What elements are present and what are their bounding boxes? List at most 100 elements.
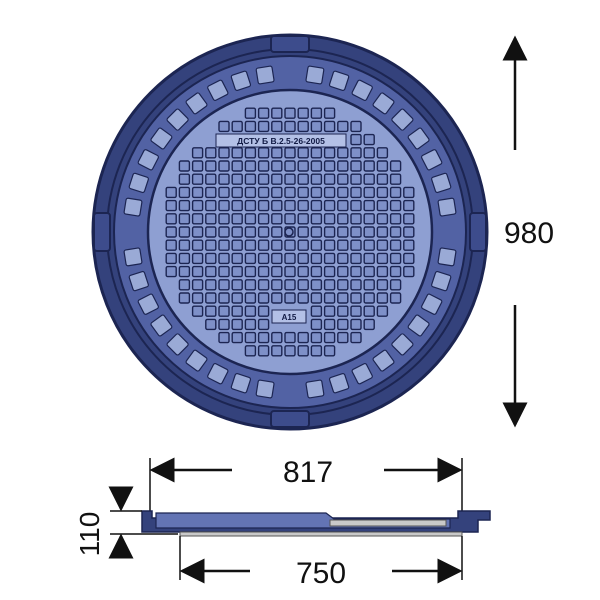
grid-cell [257, 147, 270, 159]
rim-cell [437, 247, 457, 267]
grid-cell [218, 239, 230, 251]
grid-cell [284, 331, 296, 344]
grid-cell [310, 252, 323, 265]
grid-cell [231, 173, 243, 185]
outer-diameter-label: 980 [504, 217, 554, 250]
grid-cell [310, 279, 323, 291]
grid-cell [218, 199, 230, 212]
rim-cell [185, 92, 208, 115]
rim-cell [150, 127, 173, 150]
grid-cell [363, 265, 375, 278]
grid-cell [218, 120, 230, 133]
grid-cell [244, 213, 257, 225]
grid-cell [376, 252, 389, 265]
grid-cell [191, 292, 204, 304]
grid-cell [205, 318, 217, 331]
rim-cell [137, 149, 159, 171]
grid-cell [231, 120, 243, 133]
grid-cell [350, 265, 362, 278]
grid-cell [284, 292, 296, 304]
rim-cell [437, 197, 457, 217]
grid-cell [244, 147, 257, 159]
grid-cell [244, 173, 257, 185]
grid-cell [178, 252, 191, 265]
grid-cell [337, 186, 349, 199]
dimension-height: 110 [74, 486, 178, 559]
grid-cell [257, 160, 270, 172]
grid-cell [337, 213, 349, 225]
frame-lug-left [93, 212, 111, 252]
grid-cell [297, 226, 309, 238]
grid-cell [337, 318, 349, 331]
grid-cell [284, 173, 296, 185]
grid-cell [350, 120, 362, 133]
grid-cell [323, 160, 336, 172]
grid-cell [257, 265, 270, 278]
grid-cell [284, 265, 296, 278]
grid-cell [178, 279, 191, 291]
grid-cell [244, 107, 257, 119]
grid-cell [231, 331, 243, 344]
grid-cell [350, 252, 362, 265]
grid-cell [389, 173, 402, 185]
grid-cell [257, 226, 270, 238]
grid-cell [376, 160, 389, 172]
grid-cell [350, 331, 362, 344]
grid-cell [257, 213, 270, 225]
grid-cell [178, 239, 191, 251]
grid-cell [205, 186, 217, 199]
grid-cell [323, 173, 336, 185]
grid-cell [297, 107, 309, 119]
grid-cell [323, 239, 336, 251]
grid-cell [284, 107, 296, 119]
grid-cell [350, 213, 362, 225]
grid-cell [297, 120, 309, 133]
grid-cell [191, 239, 204, 251]
grid-cell [165, 226, 177, 238]
grid-cell [376, 226, 389, 238]
grid-cell [389, 292, 402, 304]
rim-cell [255, 379, 275, 399]
grid-cell [297, 213, 309, 225]
grid-cell [310, 292, 323, 304]
grid-cell [323, 213, 336, 225]
grid-cell [284, 279, 296, 291]
grid-cell [310, 331, 323, 344]
rim-cell [372, 349, 395, 372]
grid-cell [337, 305, 349, 317]
grid-cell [376, 279, 389, 291]
grid-cell [218, 252, 230, 265]
grid-cell [191, 265, 204, 278]
grid-cell [297, 252, 309, 265]
grid-cell [350, 160, 362, 172]
grid-cell [363, 292, 375, 304]
grid-cell [191, 199, 204, 212]
grid-cell [257, 173, 270, 185]
grid-cell [323, 186, 336, 199]
grid-cell [389, 279, 402, 291]
grid-cell [376, 147, 389, 159]
rim-cell [421, 293, 443, 315]
grid-cell [191, 279, 204, 291]
rim-cell [328, 373, 350, 394]
grid-cell [257, 345, 270, 357]
grid-cell [231, 226, 243, 238]
grid-cell [218, 173, 230, 185]
grid-cell [376, 239, 389, 251]
grid-cell [231, 318, 243, 331]
grid-cell [403, 252, 415, 265]
grid-cell [297, 186, 309, 199]
center-cell-grid [165, 107, 415, 357]
grid-cell [389, 199, 402, 212]
grid-cell [191, 186, 204, 199]
grid-cell [231, 252, 243, 265]
rim-cell [230, 70, 252, 91]
grid-cell [323, 331, 336, 344]
grid-cell [310, 199, 323, 212]
grid-cell [363, 252, 375, 265]
grid-cell [178, 265, 191, 278]
cover-side-view [141, 458, 491, 580]
opening-width-label: 750 [296, 557, 346, 590]
grid-cell [231, 239, 243, 251]
rim-cell [391, 108, 414, 131]
